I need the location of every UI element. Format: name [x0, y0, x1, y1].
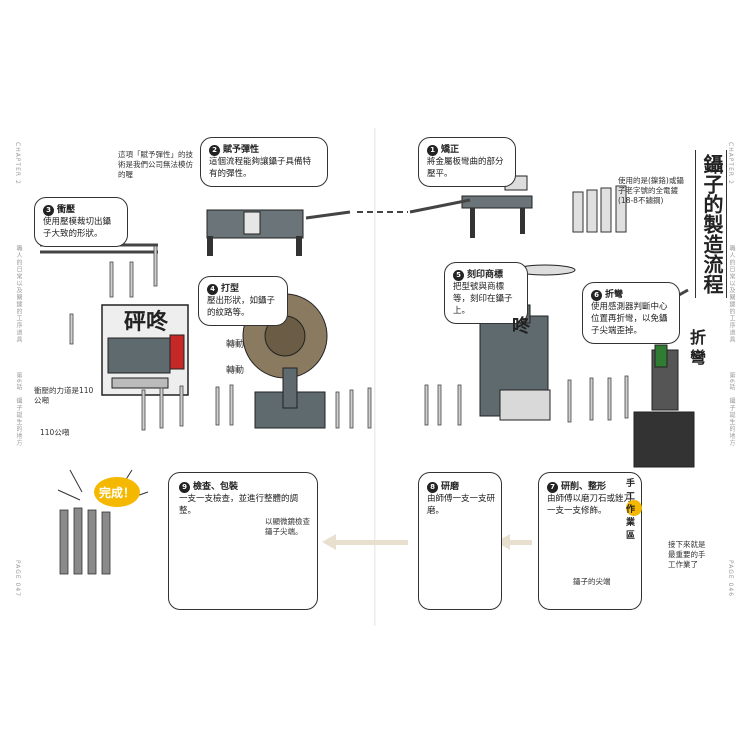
- page-title: 鑷子的製造流程: [695, 150, 727, 298]
- step-7-desc: 由師傅以磨刀石或銼刀一支一支修飾。: [547, 494, 633, 516]
- book-gutter: [374, 128, 376, 626]
- stamp-sfx: 咚: [512, 316, 530, 337]
- flow-arrow-7-to-8: [508, 540, 532, 545]
- right-side-title: 職人的日常以及關鍵的工序道具: [728, 245, 735, 343]
- done-badge: 完成！: [94, 477, 140, 507]
- step-1-name: 矯正: [441, 145, 460, 155]
- spring-note: 這項「賦予彈性」的技術是我們公司無法模仿的喔: [118, 150, 193, 179]
- step-2-desc: 這個流程能夠讓鑷子具備特有的彈性。: [209, 157, 312, 179]
- roll-sfx-2: 轉動: [226, 366, 245, 376]
- right-side-page: PAGE 046: [727, 560, 734, 598]
- step-6-number: 6: [591, 289, 602, 301]
- right-side-series: 第6話 鑷子誕生的地方: [728, 372, 735, 447]
- spring-machine-illustration: [206, 209, 351, 256]
- step-8-desc: 由師傅一支一支研磨。: [427, 494, 496, 516]
- press-sfx: 砰咚: [124, 310, 169, 335]
- step-5-name: 刻印商標: [467, 270, 504, 280]
- step-3-number: 3: [43, 204, 54, 216]
- stamping-machine-illustration: [469, 264, 576, 421]
- step-6-desc: 使用感測器判斷中心位置再折彎，以免鑷子尖端歪掉。: [591, 302, 668, 336]
- step-1-desc: 將金屬板彎曲的部分壓平。: [427, 157, 504, 179]
- step-4-name: 打型: [221, 284, 240, 294]
- step-7-name: 研削、整形: [561, 482, 607, 492]
- finished-tweezers-illustration: [59, 507, 111, 575]
- left-side-title: 職人的日常以及關鍵的工序道具: [15, 245, 22, 343]
- step-3-name: 衝壓: [57, 205, 76, 215]
- material-note: 使用的是(鎳鉻)或鑷子老字號的全電鍍(18-8不鏽鋼): [618, 176, 684, 205]
- step-7-number: 7: [547, 481, 558, 493]
- press-note: 衝壓的力道是110公噸: [34, 386, 94, 405]
- left-side-page: PAGE 047: [14, 560, 21, 598]
- left-side-series: 第6話 鑷子誕生的地方: [15, 372, 22, 447]
- left-side-chapter: CHAPTER 2: [14, 142, 21, 185]
- roll-sfx-1: 轉動: [226, 340, 245, 350]
- step-9-desc: 一支一支檢查，並進行整體的調整。: [179, 494, 299, 516]
- bending-machine-illustration: [633, 288, 695, 468]
- inspection-note: 以顯微鏡檢查鑷子尖端。: [265, 517, 310, 536]
- step-5-number: 5: [453, 269, 464, 281]
- step-8-name: 研磨: [441, 482, 460, 492]
- step-9-number: 9: [179, 481, 190, 493]
- bend-sfx: 折彎: [690, 328, 707, 367]
- step-2-name: 賦予彈性: [223, 145, 260, 155]
- step-9-name: 檢查、包裝: [193, 482, 239, 492]
- step-3-desc: 使用壓模裁切出鑷子大致的形狀。: [43, 217, 112, 239]
- step-4-number: 4: [207, 283, 218, 295]
- tip-label: 鑷子的尖端: [573, 577, 611, 586]
- flow-arrow-8-to-9: [336, 540, 408, 545]
- bottom-right-note: 接下來就是最重要的手工作業了: [668, 540, 706, 569]
- step-1-number: 1: [427, 144, 438, 156]
- step-8-number: 8: [427, 481, 438, 493]
- step-4-desc: 壓出形狀，如鑷子的紋路等。: [207, 296, 276, 318]
- step-2-number: 2: [209, 144, 220, 156]
- step-5-desc: 把型號與商標等，刻印在鑷子上。: [453, 282, 513, 316]
- press-small-note: 110公噸: [40, 428, 70, 437]
- right-side-chapter: CHAPTER 2: [727, 142, 734, 185]
- step-6-name: 折彎: [605, 290, 624, 300]
- handmade-badge-text: 手工作業區: [626, 479, 642, 541]
- flow-arrow-head-icon: [322, 534, 336, 550]
